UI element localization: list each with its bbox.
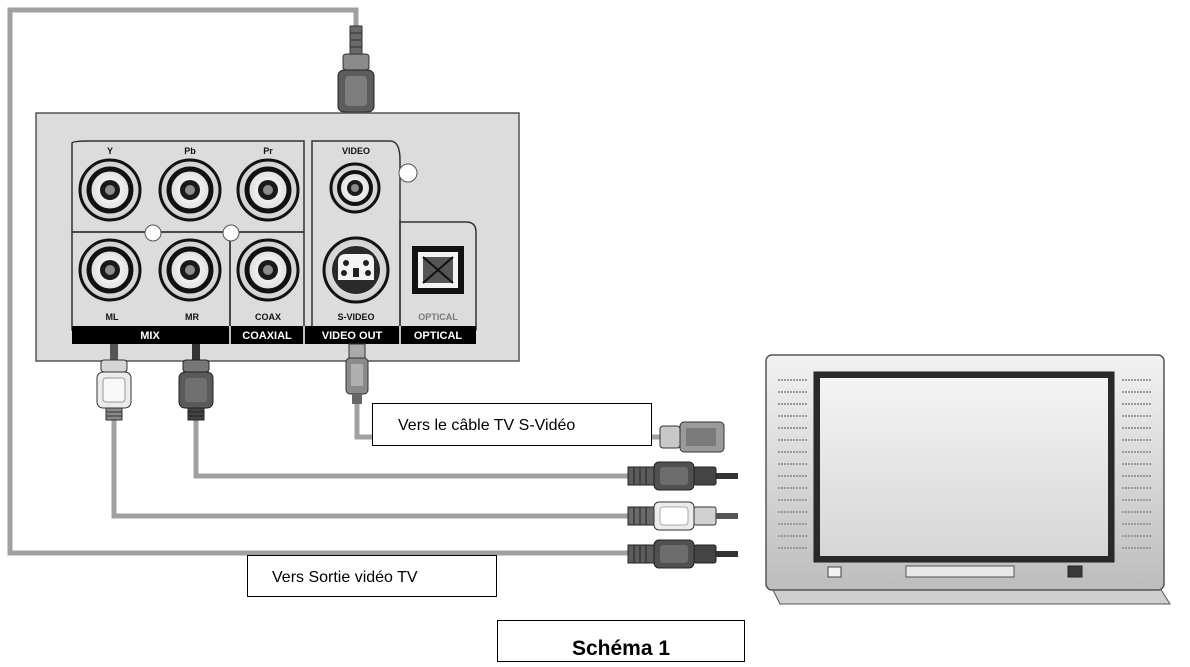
composite-plug-top (337, 25, 375, 146)
panel-group-labels: MIX COAXIAL VIDEO OUT OPTICAL (140, 330, 462, 342)
rear-panel (35, 112, 520, 362)
figure-caption: Schéma 1 (497, 620, 745, 662)
television (765, 354, 1171, 605)
jack-video (329, 162, 381, 214)
jack-pr (236, 158, 300, 222)
label-video: VIDEO (342, 146, 370, 156)
panel-labels: Y Pb Pr VIDEO ML MR COAX S-VIDEO OPTICAL (106, 146, 459, 322)
group-optical: OPTICAL (414, 330, 463, 342)
label-y: Y (107, 146, 113, 156)
svideo-cable-caption-text: Vers le câble TV S-Vidéo (398, 417, 576, 434)
cables (7, 7, 672, 556)
panel-body (35, 112, 520, 362)
tv-control-slot (905, 565, 1015, 578)
rca-plug-mr-tv (627, 461, 738, 491)
label-pb: Pb (184, 146, 196, 156)
group-coaxial: COAXIAL (242, 330, 292, 342)
group-video-out: VIDEO OUT (322, 330, 383, 342)
figure-caption-text: Schéma 1 (571, 637, 671, 660)
audio-plug-mr (178, 344, 214, 421)
jack-y (78, 158, 142, 222)
label-coax: COAX (255, 312, 281, 322)
jack-svideo (322, 236, 390, 304)
component-section (71, 140, 305, 233)
label-bar (72, 326, 476, 344)
video-out-caption-text: Vers Sortie vidéo TV (272, 569, 418, 586)
tv-speaker-right (1122, 379, 1152, 549)
audio-mr-cable (193, 420, 640, 479)
rca-plug-video-tv (627, 539, 738, 569)
label-optical-small: OPTICAL (418, 312, 458, 322)
jack-coax (236, 238, 300, 302)
label-mr: MR (185, 312, 199, 322)
tv-sensor (1067, 565, 1083, 578)
svideo-cable-caption: Vers le câble TV S-Vidéo (372, 403, 652, 446)
tv-speaker-left (778, 379, 808, 549)
panel-screw (222, 224, 240, 242)
panel-screw (398, 163, 418, 183)
optical-section (399, 221, 477, 331)
panel-screw (144, 224, 162, 242)
jack-ml (78, 238, 142, 302)
tv-power-button (827, 566, 842, 578)
optical-port (412, 246, 464, 294)
composite-video-cable (7, 7, 640, 556)
jack-pb (158, 158, 222, 222)
svideo-plug-tv (659, 421, 725, 453)
audio-plug-ml (96, 344, 132, 421)
video-out-caption: Vers Sortie vidéo TV (247, 555, 497, 597)
rca-plug-ml-tv (627, 501, 738, 531)
svideo-plug (345, 343, 369, 404)
label-pr: Pr (263, 146, 273, 156)
jack-mr (158, 238, 222, 302)
tv-screen (820, 378, 1108, 556)
audio-ml-cable (111, 420, 640, 519)
label-ml: ML (106, 312, 119, 322)
group-mix: MIX (140, 330, 160, 342)
label-svideo: S-VIDEO (337, 312, 374, 322)
